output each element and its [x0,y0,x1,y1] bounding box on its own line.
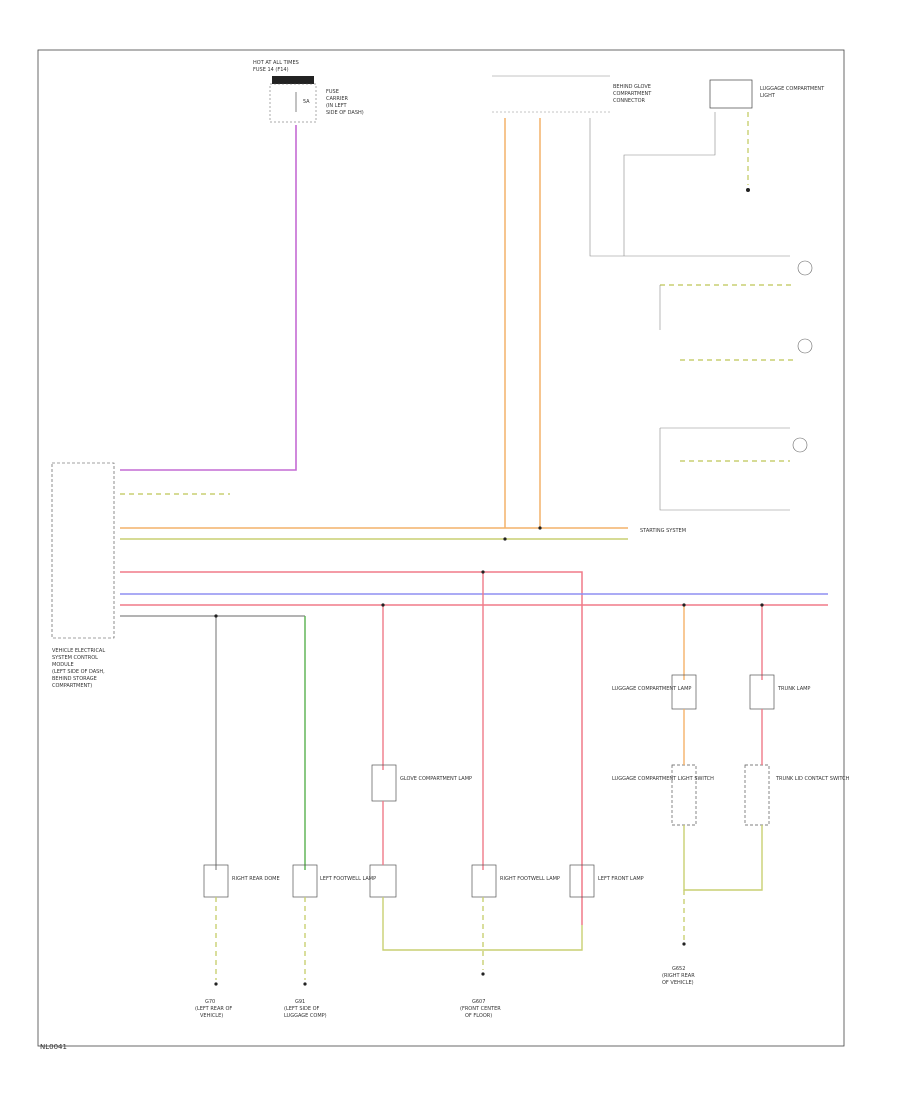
svg-text:COMPARTMENT: COMPARTMENT [613,91,652,97]
splice-points [214,526,764,618]
svg-text:BEHIND GLOVE: BEHIND GLOVE [613,84,651,90]
svg-text:RIGHT REAR DOME: RIGHT REAR DOME [232,876,280,882]
module-label-2: SYSTEM CONTROL [52,655,98,661]
svg-text:G652: G652 [672,966,685,972]
top-right-connector: BEHIND GLOVE COMPARTMENT CONNECTOR [492,75,652,113]
right-lamps [589,118,813,511]
svg-text:GLOVE COMPARTMENT LAMP: GLOVE COMPARTMENT LAMP [400,776,472,782]
left-module-box [51,462,115,639]
svg-text:CONNECTOR: CONNECTOR [613,98,646,104]
left-module-label: VEHICLE ELECTRICAL SYSTEM CONTROL MODULE… [52,648,105,689]
svg-text:TRUNK LID CONTACT SWITCH: TRUNK LID CONTACT SWITCH [775,776,850,782]
module-label-3: MODULE [52,662,74,668]
wire-yellow-ground-3 [382,897,583,951]
fuse-desc-4: SIDE OF DASH) [326,110,364,116]
svg-text:OF VEHICLE): OF VEHICLE) [662,980,694,986]
svg-text:LUGGAGE COMPARTMENT: LUGGAGE COMPARTMENT [760,86,825,92]
svg-text:G70: G70 [205,999,215,1005]
svg-text:LEFT FRONT LAMP: LEFT FRONT LAMP [598,876,644,882]
lower-lamps: RIGHT REAR DOME LEFT FOOTWELL LAMP GLOVE… [203,674,850,898]
svg-text:G607: G607 [472,999,485,1005]
top-fuse-group: HOT AT ALL TIMES FUSE 14 (F14) 5A FUSE C… [253,60,364,123]
fuse-rating: 5A [303,99,310,105]
fuse-desc-2: CARRIER [326,96,348,102]
fuse-box-header [272,76,314,84]
fuse-desc-3: (IN LEFT [326,103,347,109]
svg-text:OF FLOOR): OF FLOOR) [465,1013,492,1019]
svg-text:LEFT FOOTWELL LAMP: LEFT FOOTWELL LAMP [320,876,376,882]
module-label-5: BEHIND STORAGE [52,676,97,682]
page-code: NL0041 [40,1043,67,1051]
luggage-light-top: LUGGAGE COMPARTMENT LIGHT [623,79,825,256]
fuse-title: HOT AT ALL TIMES [253,60,299,66]
svg-text:(FRONT CENTER: (FRONT CENTER [460,1006,501,1012]
svg-text:(RIGHT REAR: (RIGHT REAR [662,973,695,979]
wire-yellow-ground-right [683,825,763,891]
module-label-1: VEHICLE ELECTRICAL [52,648,105,654]
svg-text:LUGGAGE COMPARTMENT LAMP: LUGGAGE COMPARTMENT LAMP [612,686,691,692]
diagram-frame [37,49,845,1047]
starting-system-note: STARTING SYSTEM [640,528,686,534]
svg-text:G91: G91 [295,999,305,1005]
svg-text:(LEFT SIDE OF: (LEFT SIDE OF [284,1006,320,1012]
fuse-subtitle: FUSE 14 (F14) [253,67,289,73]
module-label-6: COMPARTMENT) [52,683,92,689]
fuse-box [269,83,317,123]
wire-red-top [120,571,583,925]
svg-text:VEHICLE): VEHICLE) [200,1013,223,1019]
svg-text:LUGGAGE COMPARTMENT LIGHT SWIT: LUGGAGE COMPARTMENT LIGHT SWITCH [612,776,714,782]
ground-labels: G70 (LEFT REAR OF VEHICLE) G91 (LEFT SID… [195,942,695,1019]
module-label-4: (LEFT SIDE OF DASH, [52,669,105,675]
wire-violet [120,125,297,471]
svg-text:RIGHT FOOTWELL LAMP: RIGHT FOOTWELL LAMP [500,876,560,882]
fuse-desc-1: FUSE [326,89,339,95]
svg-text:LIGHT: LIGHT [760,93,776,99]
svg-text:TRUNK LAMP: TRUNK LAMP [777,686,810,692]
svg-text:LUGGAGE COMP): LUGGAGE COMP) [284,1013,327,1019]
svg-text:(LEFT REAR OF: (LEFT REAR OF [195,1006,232,1012]
